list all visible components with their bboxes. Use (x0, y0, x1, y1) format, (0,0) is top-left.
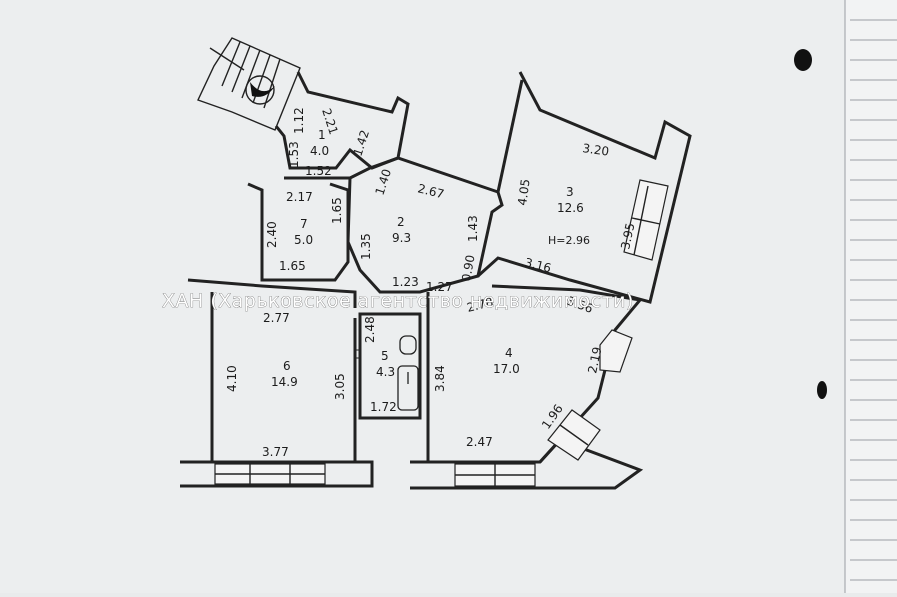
room-5-number: 5 (381, 349, 389, 363)
windows (214, 179, 669, 487)
room-1-number: 1 (318, 128, 326, 142)
room-3-number: 3 (566, 185, 574, 199)
dim-3-05: 3.05 (333, 373, 347, 400)
dim-1-65-vertical: 1.65 (330, 197, 344, 224)
dim-1-23: 1.23 (392, 275, 419, 289)
punch-hole-top (794, 49, 812, 71)
watermark: ХАН (Харьковское агентство недвижимости) (162, 290, 634, 312)
dim-2-47: 2.47 (466, 435, 493, 449)
room-1-area: 4.0 (310, 144, 329, 158)
dim-3-20: 3.20 (582, 141, 610, 159)
room-7-number: 7 (300, 217, 308, 231)
dim-1-72: 1.72 (370, 400, 397, 414)
dim-4-05: 4.05 (515, 178, 533, 206)
dimension-labels: 1.12 2.21 1.53 1.42 1.52 1.40 2.67 4.05 … (225, 107, 637, 459)
dim-4-10: 4.10 (225, 365, 239, 392)
dim-1-65-horizontal: 1.65 (279, 259, 306, 273)
ceiling-height-label: H=2.96 (548, 234, 590, 247)
dim-2-78: 2.78 (465, 295, 494, 315)
room-5-area: 4.3 (376, 365, 395, 379)
notebook-ruling (844, 0, 897, 593)
room-labels: 1 4.0 2 9.3 3 12.6 4 17.0 5 4.3 6 14.9 7… (271, 128, 584, 389)
notebook-margin (845, 0, 897, 593)
room-6-number: 6 (283, 359, 291, 373)
dim-1-43: 1.43 (466, 215, 480, 242)
dim-1-27: 1.27 (426, 280, 453, 294)
stairwell (197, 37, 301, 131)
dim-3-95: 3.95 (618, 222, 637, 251)
dim-1-53: 1.53 (287, 141, 301, 168)
bathroom-fixtures (353, 335, 419, 411)
dim-2-17: 2.17 (286, 190, 313, 204)
dim-2-48: 2.48 (363, 316, 377, 343)
dim-1-52: 1.52 (305, 164, 332, 178)
room-2-number: 2 (397, 215, 405, 229)
dim-2-67: 2.67 (416, 181, 445, 201)
dim-2-40: 2.40 (265, 221, 279, 248)
punch-hole-bottom (817, 381, 827, 399)
dim-1-12: 1.12 (292, 107, 306, 134)
dim-3-84: 3.84 (433, 365, 447, 392)
room-3-area: 12.6 (557, 201, 584, 215)
room-2-area: 9.3 (392, 231, 411, 245)
dim-3-77: 3.77 (262, 445, 289, 459)
room-6-area: 14.9 (271, 375, 298, 389)
dim-1-35: 1.35 (359, 233, 373, 260)
room-4-area: 17.0 (493, 362, 520, 376)
dim-2-19: 2.19 (585, 346, 604, 375)
dim-2-77: 2.77 (263, 311, 290, 325)
dim-3-16: 3.16 (523, 255, 552, 275)
dim-0-90: 0.90 (459, 254, 477, 283)
room-7-area: 5.0 (294, 233, 313, 247)
room-4-number: 4 (505, 346, 513, 360)
